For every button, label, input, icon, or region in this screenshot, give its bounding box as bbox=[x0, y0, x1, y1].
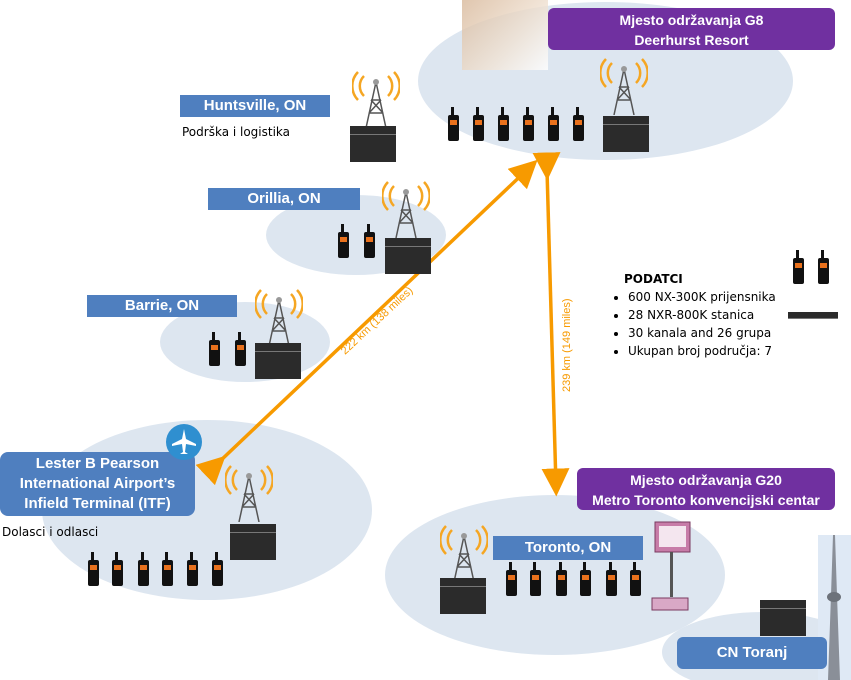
repeater-icon bbox=[760, 600, 806, 609]
pearson-note: Dolasci i odlasci bbox=[2, 525, 99, 539]
data-panel-title: PODATCI bbox=[624, 272, 683, 286]
handheld-radio-icon bbox=[235, 332, 246, 366]
handheld-radio-icon bbox=[530, 562, 541, 596]
data-item: 28 NXR-800K stanica bbox=[628, 308, 776, 322]
g8-venue-label: Mjesto održavanja G8 Deerhurst Resort bbox=[548, 8, 835, 50]
pearson-line2: International Airport’s bbox=[19, 475, 176, 492]
handheld-radio-icon bbox=[506, 562, 517, 596]
repeater-icon bbox=[350, 126, 396, 135]
handheld-radio-icon bbox=[818, 250, 829, 284]
huntsville-label: Huntsville, ON bbox=[180, 95, 330, 117]
handheld-radio-icon bbox=[580, 562, 591, 596]
radio-tower-icon bbox=[224, 462, 274, 523]
pearson-label: Lester B Pearson International Airport’s… bbox=[0, 452, 195, 516]
orillia-label: Orillia, ON bbox=[208, 188, 360, 210]
g8-title: Mjesto održavanja G8 bbox=[619, 12, 764, 28]
barrie-label: Barrie, ON bbox=[87, 295, 237, 317]
handheld-radio-icon bbox=[187, 552, 198, 586]
radio-tower-icon bbox=[381, 178, 431, 239]
link-vertical-label: 239 km (149 miles) bbox=[561, 298, 573, 392]
radio-tower-icon bbox=[351, 68, 401, 129]
handheld-radio-icon bbox=[523, 107, 534, 141]
pearson-line3: Infield Terminal (ITF) bbox=[24, 495, 171, 512]
link-pearson-g8 bbox=[195, 159, 538, 486]
airplane-icon bbox=[166, 424, 202, 460]
handheld-radio-icon bbox=[630, 562, 641, 596]
handheld-radio-icon bbox=[138, 552, 149, 586]
handheld-radio-icon bbox=[793, 250, 804, 284]
handheld-radio-icon bbox=[209, 332, 220, 366]
handheld-radio-icon bbox=[573, 107, 584, 141]
handheld-radio-icon bbox=[112, 552, 123, 586]
radio-tower-icon bbox=[439, 522, 489, 583]
repeater-icon bbox=[385, 238, 431, 247]
g20-venue-label: Mjesto održavanja G20 Metro Toronto konv… bbox=[577, 468, 835, 510]
repeater-icon bbox=[255, 343, 301, 352]
handheld-radio-icon bbox=[473, 107, 484, 141]
g8-subtitle: Deerhurst Resort bbox=[634, 32, 749, 48]
handheld-radio-icon bbox=[338, 224, 349, 258]
repeater-icon bbox=[603, 116, 649, 125]
data-panel-list: 600 NX-300K prijensnika 28 NXR-800K stan… bbox=[612, 290, 776, 358]
repeater-icon bbox=[440, 578, 486, 587]
repeater-icon bbox=[230, 524, 276, 533]
handheld-radio-icon bbox=[88, 552, 99, 586]
handheld-radio-icon bbox=[498, 107, 509, 141]
handheld-radio-icon bbox=[556, 562, 567, 596]
radio-tower-icon bbox=[254, 286, 304, 347]
huntsville-note: Podrška i logistika bbox=[182, 125, 291, 139]
handheld-radio-icon bbox=[162, 552, 173, 586]
handheld-radio-icon bbox=[606, 562, 617, 596]
repeater-icon bbox=[788, 312, 838, 319]
toronto-label: Toronto, ON bbox=[493, 536, 643, 560]
data-item: 30 kanala and 26 grupa bbox=[628, 326, 776, 340]
g20-title: Mjesto održavanja G20 bbox=[630, 472, 782, 488]
g20-subtitle: Metro Toronto konvencijski centar bbox=[592, 492, 820, 508]
cn-label: CN Toranj bbox=[677, 637, 827, 669]
resort-image bbox=[462, 0, 548, 70]
data-item: Ukupan broj područja: 7 bbox=[628, 344, 776, 358]
handheld-radio-icon bbox=[548, 107, 559, 141]
link-g8-toronto bbox=[532, 152, 570, 497]
data-panel: PODATCI 600 NX-300K prijensnika 28 NXR-8… bbox=[612, 272, 776, 362]
data-item: 600 NX-300K prijensnika bbox=[628, 290, 776, 304]
computer-terminal-icon bbox=[651, 521, 691, 611]
handheld-radio-icon bbox=[448, 107, 459, 141]
link-diagonal-label: 222 km (138 miles) bbox=[339, 285, 416, 358]
handheld-radio-icon bbox=[364, 224, 375, 258]
radio-tower-icon bbox=[599, 55, 649, 116]
handheld-radio-icon bbox=[212, 552, 223, 586]
pearson-line1: Lester B Pearson bbox=[35, 455, 160, 472]
